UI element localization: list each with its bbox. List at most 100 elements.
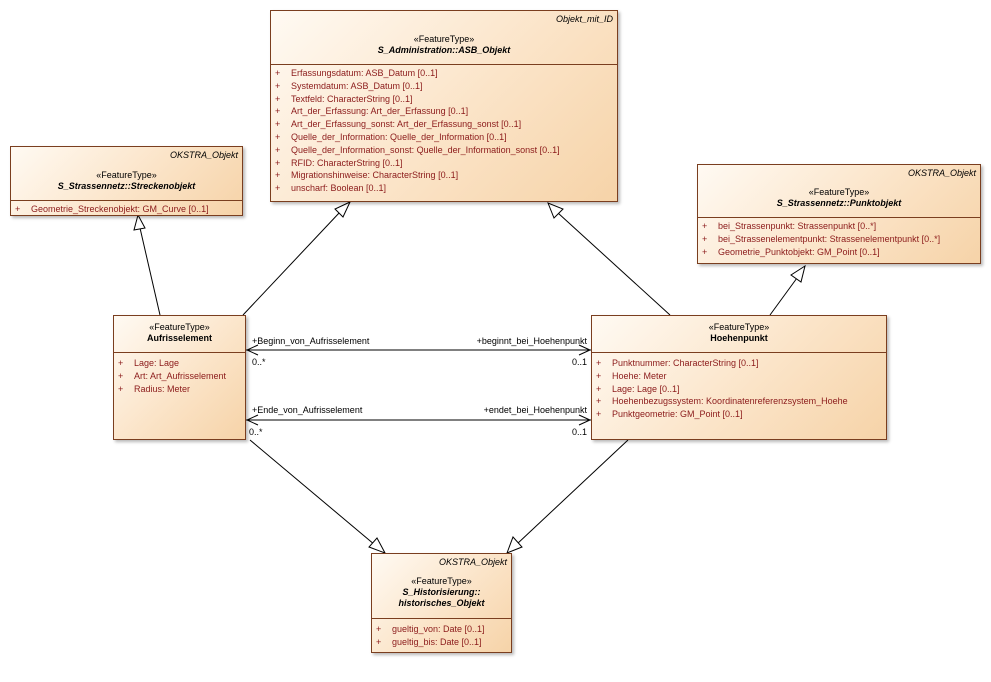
- visibility-marker: +: [118, 383, 124, 394]
- attribute-text: bei_Strassenpunkt: Strassenpunkt [0..*]: [718, 221, 877, 231]
- attribute-row[interactable]: +Geometrie_Streckenobjekt: GM_Curve [0..…: [11, 203, 242, 216]
- role-label-endet-bei-hoehenpunkt: +endet_bei_Hoehenpunkt: [483, 405, 587, 415]
- generalization-hoehenpunkt-punktobjekt: [769, 277, 798, 316]
- generalization-aufrisselement-streckenobjekt: [139, 227, 161, 316]
- class-hoehenpunkt[interactable]: «FeatureType» Hoehenpunkt +Punktnummer: …: [591, 315, 887, 440]
- attribute-row[interactable]: +Erfassungsdatum: ASB_Datum [0..1]: [271, 67, 617, 80]
- visibility-marker: +: [596, 370, 602, 381]
- class-aufrisselement[interactable]: «FeatureType» Aufrisselement +Lage: Lage…: [113, 315, 246, 440]
- stereotype-label: «FeatureType»: [413, 34, 475, 44]
- attribute-row[interactable]: + Systemdatum: ASB_Datum [0..1]: [271, 80, 617, 93]
- attribute-text: unscharf: Boolean [0..1]: [291, 183, 387, 194]
- stereotype-label: «FeatureType»: [411, 576, 472, 586]
- visibility-marker: +: [275, 93, 281, 104]
- parent-class-label: OKSTRA_Objekt: [907, 168, 976, 178]
- attribute-row[interactable]: +Hoehe: Meter: [592, 370, 886, 383]
- multiplicity-label: 0..*: [252, 357, 266, 367]
- attribute-row[interactable]: + Art_der_Erfassung_sonst: Art_der_Erfass…: [271, 118, 617, 131]
- visibility-marker: +: [376, 636, 382, 647]
- visibility-marker: +: [275, 183, 281, 194]
- visibility-marker: +: [275, 157, 281, 168]
- attribute-row[interactable]: + bei_Strassenelementpunkt: Strasseneleme…: [698, 233, 980, 246]
- attribute-row[interactable]: + gueltig_von: Date [0..1]: [372, 623, 511, 636]
- class-name: S_Administration::ASB_Objekt: [377, 45, 511, 55]
- attribute-row[interactable]: + Radius: Meter: [114, 383, 245, 396]
- multiplicity-label: 0..1: [571, 357, 587, 367]
- class-historisches-objekt[interactable]: OKSTRA_Objekt «FeatureType» S_Historisie…: [371, 553, 512, 653]
- attribute-row[interactable]: + RFID: CharacterString [0..1]: [271, 157, 617, 170]
- parent-class-label: Objekt_mit_ID: [555, 14, 613, 24]
- compartment-divider: [114, 352, 245, 353]
- visibility-marker: +: [596, 383, 602, 394]
- attribute-text: Radius: Meter: [134, 383, 191, 394]
- compartment-divider: [271, 64, 617, 65]
- class-asb-objekt[interactable]: Objekt_mit_ID «FeatureType» S_Administra…: [270, 10, 618, 202]
- generalization-aufrisselement-asb-objekt: [242, 211, 341, 316]
- visibility-marker: +: [275, 80, 281, 91]
- compartment-divider: [698, 217, 980, 218]
- attribute-row[interactable]: + Hoehenbezugssystem: Koordinatenreferenz…: [592, 395, 886, 408]
- attribute-row[interactable]: + bei_Strassenpunkt: Strassenpunkt [0..*]: [698, 220, 980, 233]
- multiplicity-label: 0..*: [249, 427, 263, 437]
- visibility-marker: +: [275, 170, 281, 181]
- role-label-beginnt-bei-hoehenpunkt: +beginnt_bei_Hoehenpunkt: [476, 336, 587, 346]
- attribute-row[interactable]: + Textfeld: CharacterString [0..1]: [271, 93, 617, 106]
- attribute-text: Punktgeometrie: GM_Point [0..1]: [612, 409, 743, 420]
- association-arrowhead-left: [245, 344, 259, 356]
- visibility-marker: +: [275, 144, 281, 155]
- attribute-text: gueltig_von: Date [0..1]: [392, 624, 485, 634]
- visibility-marker: +: [275, 106, 281, 117]
- visibility-marker: +: [275, 131, 281, 142]
- attribute-row[interactable]: +Migrationshinweise: CharacterString [0.…: [271, 169, 617, 182]
- class-name: Hoehenpunkt: [710, 333, 768, 343]
- class-name: S_Strassennetz::Streckenobjekt: [57, 181, 196, 191]
- attribute-row[interactable]: +Geometrie_Punktobjekt: GM_Point [0..1]: [698, 246, 980, 259]
- attribute-row[interactable]: +Art: Art_Aufrisselement: [114, 370, 245, 383]
- visibility-marker: +: [118, 370, 124, 381]
- attribute-row[interactable]: +Punktgeometrie: GM_Point [0..1]: [592, 408, 886, 421]
- generalization-arrowhead: [506, 536, 523, 554]
- compartment-divider: [592, 352, 886, 353]
- class-header: «FeatureType» S_Strassennetz::Punktobjek…: [698, 165, 980, 217]
- role-label-ende-von-aufrisselement: +Ende_von_Aufrisselement: [252, 405, 363, 415]
- attribute-text: Hoehenbezugssystem: Koordinatenreferenzs…: [612, 396, 848, 407]
- multiplicity-label: 0..1: [571, 427, 587, 437]
- attribute-text: Art_der_Erfassung_sonst: Art_der_Erfassu…: [291, 119, 522, 130]
- attribute-row[interactable]: +Punktnummer: CharacterString [0..1]: [592, 357, 886, 370]
- attribute-text: Erfassungsdatum: ASB_Datum [0..1]: [291, 68, 438, 78]
- compartment-divider: [11, 200, 242, 201]
- attribute-text: Punktnummer: CharacterString [0..1]: [612, 358, 759, 368]
- parent-class-label: OKSTRA_Objekt: [169, 150, 238, 160]
- visibility-marker: +: [376, 624, 382, 634]
- stereotype-label: «FeatureType»: [708, 322, 770, 332]
- attribute-row[interactable]: + Quelle_der_Information_sonst: Quelle_de…: [271, 144, 617, 157]
- attribute-text: Geometrie_Punktobjekt: GM_Point [0..1]: [718, 246, 880, 257]
- class-name-line1: S_Historisierung::: [402, 587, 481, 597]
- stereotype-label: «FeatureType»: [808, 187, 870, 197]
- association-arrowhead-right: [578, 344, 592, 356]
- visibility-marker: +: [596, 396, 602, 407]
- attribute-row[interactable]: +Quelle_der_Information: Quelle_der_Info…: [271, 131, 617, 144]
- attribute-list: + bei_Strassenpunkt: Strassenpunkt [0..*]…: [698, 218, 980, 258]
- attribute-text: Quelle_der_Information_sonst: Quelle_der…: [291, 144, 560, 155]
- attribute-text: RFID: CharacterString [0..1]: [291, 157, 403, 168]
- visibility-marker: +: [702, 233, 708, 244]
- attribute-row[interactable]: +Lage: Lage [0..1]: [592, 383, 886, 396]
- class-streckenobjekt[interactable]: OKSTRA_Objekt «FeatureType» S_Strassenne…: [10, 146, 243, 216]
- attribute-row[interactable]: +gueltig_bis: Date [0..1]: [372, 636, 511, 649]
- attribute-text: bei_Strassenelementpunkt: Strassenelemen…: [718, 233, 941, 244]
- attribute-row[interactable]: + unscharf: Boolean [0..1]: [271, 182, 617, 195]
- visibility-marker: +: [275, 119, 281, 130]
- attribute-text: Systemdatum: ASB_Datum [0..1]: [291, 80, 423, 91]
- attribute-row[interactable]: +Lage: Lage: [114, 357, 245, 370]
- attribute-row[interactable]: +Art_der_Erfassung: Art_der_Erfassung [0…: [271, 105, 617, 118]
- generalization-arrowhead: [334, 200, 352, 218]
- association-arrowhead-right: [578, 414, 592, 426]
- visibility-marker: +: [702, 221, 708, 231]
- generalization-arrowhead: [133, 213, 146, 231]
- attribute-text: Geometrie_Streckenobjekt: GM_Curve [0..1…: [31, 204, 209, 214]
- compartment-divider: [372, 618, 511, 619]
- attribute-text: Textfeld: CharacterString [0..1]: [291, 93, 413, 104]
- class-punktobjekt[interactable]: OKSTRA_Objekt «FeatureType» S_Strassenne…: [697, 164, 981, 264]
